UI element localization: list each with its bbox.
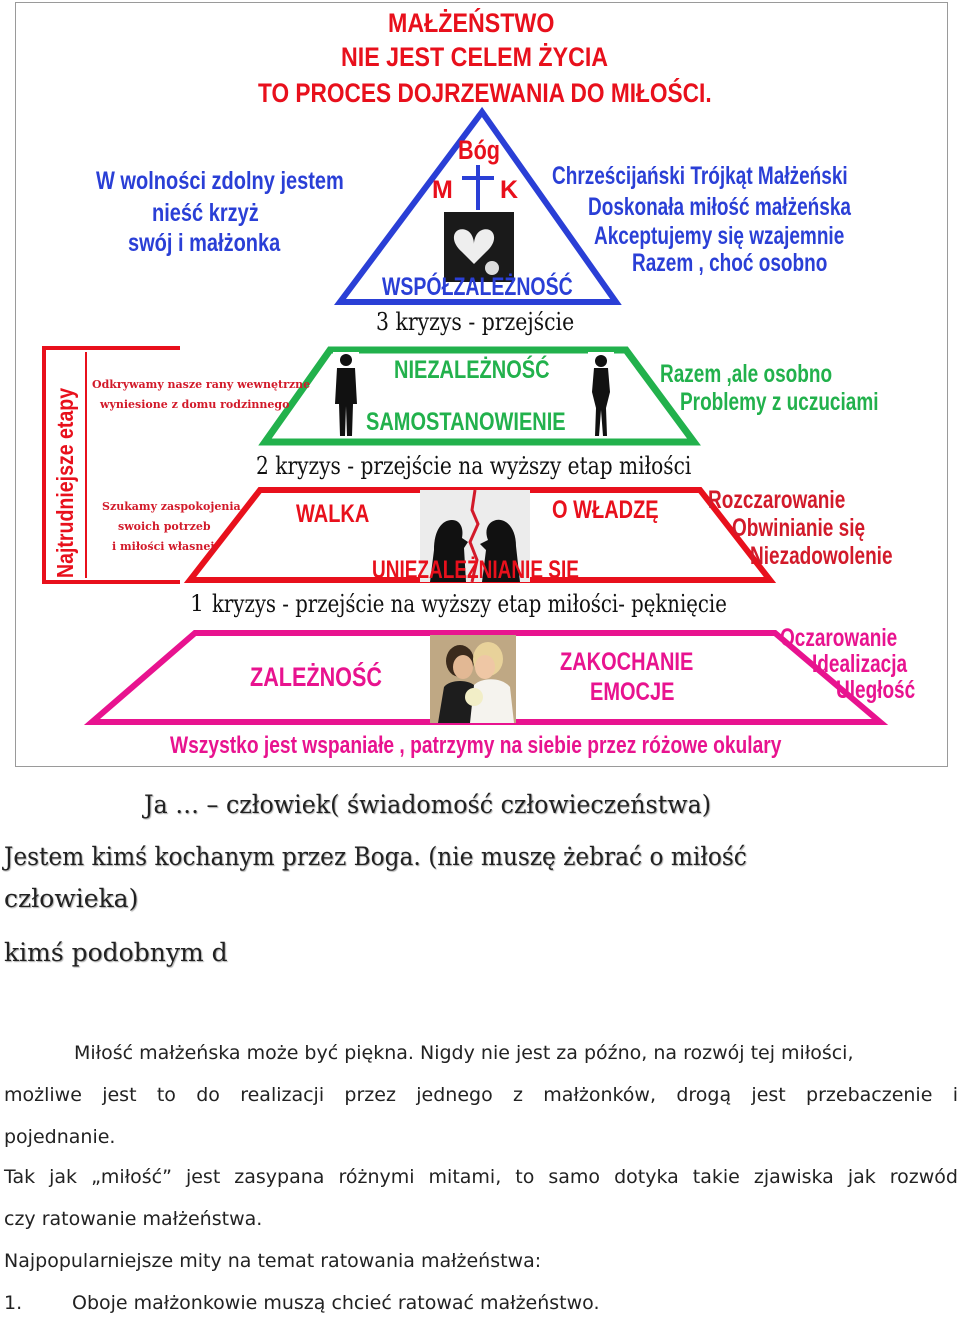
pink-right-text-2: Idealizacja: [812, 650, 908, 678]
k-label: K: [500, 176, 519, 204]
green-right-text-2: Problemy z uczuciami: [680, 388, 879, 416]
hardest-stages-label: Najtrudniejsze etapy: [52, 387, 78, 578]
green-right-text-1: Razem ,ale osobno: [660, 360, 833, 388]
o-wladze-label: O WŁADZĘ: [552, 496, 659, 524]
top-right-text-1: Chrześcijański Trójkąt Małżeński: [552, 162, 848, 190]
top-left-text-2: nieść krzyż: [152, 199, 259, 227]
diagram-title-line-1: MAŁŻEŃSTWO: [388, 8, 555, 38]
heading-ja-czlowiek: Ja … – człowiek( świadomość człowieczeńs…: [144, 790, 712, 819]
paragraph-1-line-3: pojednanie.: [4, 1126, 116, 1148]
paragraph-1-line-1: Miłość małżeńska może być piękna. Nigdy …: [74, 1042, 854, 1064]
arguing-couple-photo: [420, 490, 530, 582]
crisis-1-label: kryzys - przejście na wyższy etap miłośc…: [212, 590, 727, 618]
crisis-1-number: 1: [190, 592, 204, 617]
pink-footer-text: Wszystko jest wspaniałe , patrzymy na si…: [170, 732, 782, 759]
pyramid-shapes: [42, 106, 889, 725]
woman-silhouette-photo: [588, 352, 614, 438]
top-right-text-4: Razem , choć osobno: [632, 249, 828, 277]
heading-jestem-kochanym-1: Jestem kimś kochanym przez Boga. (nie mu…: [4, 842, 747, 871]
diagram-title-line-2: NIE JEST CELEM ŻYCIA: [341, 42, 609, 72]
wspolzaleznosc-label: WSPÓŁZALEŻNOŚĆ: [382, 273, 573, 301]
emocje-label: EMOCJE: [590, 678, 675, 706]
side-note-bottom-2: swoich potrzeb: [118, 520, 211, 533]
zakochanie-label: ZAKOCHANIE: [560, 648, 694, 676]
top-left-text-1: W wolności zdolny jestem: [96, 167, 344, 195]
pink-right-text-3: Uległość: [836, 676, 916, 704]
m-label: M: [432, 176, 453, 204]
side-note-top-2: wyniesione z domu rodzinnego: [100, 398, 290, 411]
pink-right-text-1: Oczarowanie: [780, 624, 898, 652]
red-right-text-3: Niezadowolenie: [750, 542, 893, 570]
paragraph-1-line-2: możliwe jest to do realizacji przez jedn…: [4, 1084, 958, 1106]
crisis-2-label: 2 kryzys - przejście na wyższy etap miło…: [256, 452, 692, 480]
pink-trapezoid: [83, 630, 889, 725]
man-silhouette-photo: [333, 352, 359, 438]
wedding-couple-photo: [430, 635, 516, 723]
red-right-text-2: Obwinianie się: [732, 514, 866, 542]
uniezaleznianie-label: UNIEZALEŻNIANIE SIĘ: [372, 556, 579, 584]
paragraph-2-line-2: czy ratowanie małżeństwa.: [4, 1208, 263, 1230]
side-note-bottom-1: Szukamy zaspokojenia: [102, 500, 241, 513]
paragraph-2-line-1: Tak jak „miłość” jest zasypana różnymi m…: [4, 1166, 958, 1188]
blue-triangle: [334, 106, 622, 305]
green-trapezoid: [258, 346, 701, 446]
crisis-3-label: 3 kryzys - przejście: [376, 308, 575, 336]
hearts-hands-photo: [444, 212, 514, 282]
paragraph-3: Najpopularniejsze mity na temat ratowani…: [4, 1250, 542, 1272]
side-note-top-1: Odkrywamy nasze rany wewnętrzne: [92, 378, 311, 391]
list-number-1: 1.: [4, 1292, 23, 1314]
list-item-1: Oboje małżonkowie muszą chcieć ratować m…: [72, 1292, 600, 1314]
side-bracket: [42, 346, 180, 584]
red-trapezoid: [183, 487, 777, 583]
diagram-title-line-3: TO PROCES DOJRZEWANIA DO MIŁOŚCI.: [258, 78, 712, 108]
god-label: Bóg: [458, 135, 500, 165]
top-right-text-3: Akceptujemy się wzajemnie: [594, 222, 845, 250]
heading-kims-podobnym: kimś podobnym d: [4, 938, 228, 967]
zaleznosc-label: ZALEŻNOŚĆ: [250, 662, 382, 692]
niezaleznosc-label: NIEZALEŻNOŚĆ: [394, 356, 550, 384]
walka-label: WALKA: [296, 500, 370, 528]
top-left-text-3: swój i małżonka: [128, 229, 281, 257]
heading-jestem-kochanym-2: człowieka): [4, 884, 139, 913]
top-right-text-2: Doskonała miłość małżeńska: [588, 193, 851, 221]
red-right-text-1: Rozczarowanie: [708, 486, 846, 514]
samostanowienie-label: SAMOSTANOWIENIE: [366, 408, 566, 436]
side-note-bottom-3: i miłości własnej: [112, 540, 215, 553]
